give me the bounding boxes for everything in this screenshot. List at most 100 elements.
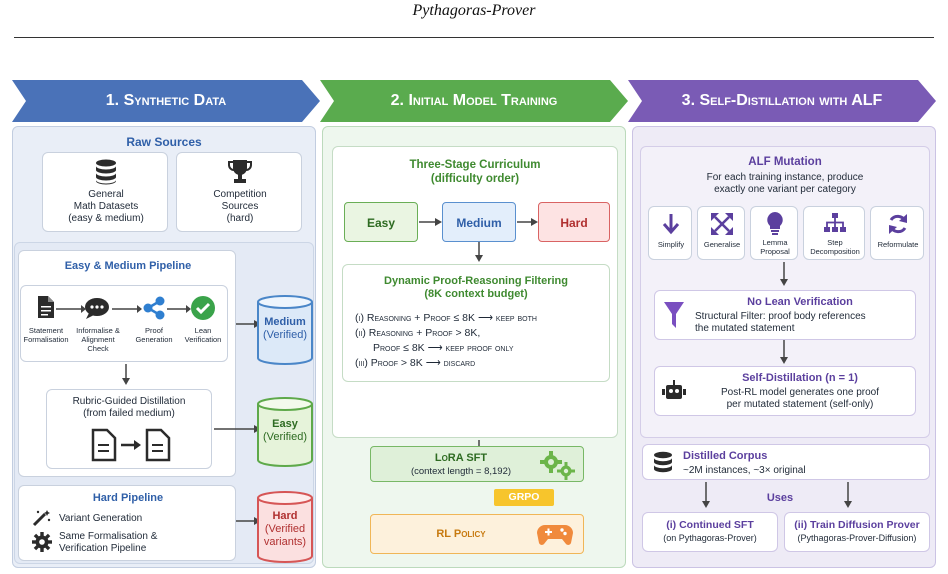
share-icon [143,296,165,320]
pipeline-steps-box [20,285,228,362]
step-arrows [56,305,191,313]
easy-verified-label: Easy (Verified) [262,418,308,443]
refresh-icon [889,214,907,234]
distilled-corpus-desc: ~2M instances, ~3× original [683,465,806,476]
competition-label: Competition Sources (hard) [213,189,267,224]
rl-policy-box: RL Policy [370,514,584,554]
no-lean-verification-box: No Lean Verification Structural Filter: … [654,290,916,340]
down-arrow [702,482,710,508]
competition-card: Competition Sources (hard) [176,152,302,232]
category-label: Simplify [657,240,685,249]
verification-pipeline: Same Formalisation & Verification Pipeli… [59,531,158,554]
grpo-badge: GRPO [494,489,554,506]
chevron-shape [628,80,936,122]
lora-sft-box: LoRA SFT (context length = 8,192) [370,446,584,482]
curriculum-title: Three-Stage Curriculum (difficulty order… [409,159,541,185]
self-distillation-desc: Post-RL model generates one proof per mu… [720,387,880,410]
hard-verified-cylinder: Hard (Verified variants) [256,490,314,564]
expand-icon [711,213,733,235]
check-circle-icon [191,296,215,320]
rubric-label: Rubric-Guided Distillation (from failed … [72,396,186,419]
diffusion-prover-sub: (Pythagoras-Prover-Diffusion) [797,533,917,543]
raw-sources-section: Raw Sources [18,130,310,238]
database-icon [96,159,116,185]
hard-verified-label: Hard (Verified variants) [263,510,307,548]
database-icon [654,451,672,473]
down-arrow [844,482,852,508]
no-lean-title: No Lean Verification [747,296,853,308]
stage-title: 2. Initial Model Training [390,92,558,109]
category-reformulate: Reformulate [870,206,924,260]
diffusion-prover-box: (ii) Train Diffusion Prover (Pythagoras-… [784,512,930,552]
chevron-shape [320,80,628,122]
medium-verified-cylinder: Medium (Verified) [256,294,314,366]
raw-sources-title: Raw Sources [126,135,202,149]
cylinder-shape [257,491,313,563]
category-generalise: Generalise [697,206,745,260]
no-lean-desc: Structural Filter: proof body references… [695,311,866,334]
chevron-shape [12,80,320,122]
stage-title: 3. Self-Distillation with ALF [681,92,883,109]
robot-icon [662,380,686,399]
self-distillation-title: Self-Distillation (n = 1) [742,372,858,384]
down-arrow [780,262,788,286]
general-math-card: General Math Datasets (easy & medium) [42,152,168,232]
document-transform-icon [91,428,171,462]
curriculum-medium: Medium [442,202,516,242]
arrow-down-icon [662,214,680,235]
gear-icon [32,532,52,552]
self-distillation-box: Self-Distillation (n = 1) Post-RL model … [654,366,916,416]
hard-pipeline-title: Hard Pipeline [92,492,164,504]
filtering-rules: (i) Reasoning + Proof ≤ 8K ⟶ keep both (… [355,312,537,369]
category-label: Reformulate [877,240,919,249]
filtering-title: Dynamic Proof-Reasoning Filtering (8K co… [384,275,568,300]
uses-title: Uses [766,492,794,504]
down-arrow [122,364,130,385]
stage-banner-initial-training: 2. Initial Model Training [320,80,628,122]
arrow-to-easy [214,425,261,433]
stage-banner-synthetic-data: 1. Synthetic Data [12,80,320,122]
cylinder-shape [257,397,313,467]
gamepad-icon [537,525,573,545]
general-math-label: General Math Datasets (easy & medium) [68,189,144,224]
curriculum-hard: Hard [538,202,610,242]
distilled-corpus-title: Distilled Corpus [683,450,768,462]
curriculum-easy: Easy [344,202,418,242]
filtering-box: Dynamic Proof-Reasoning Filtering (8K co… [342,264,610,382]
stage-title: 1. Synthetic Data [105,92,227,109]
lightbulb-icon [767,212,783,235]
hierarchy-icon [824,213,846,232]
stage-banner-self-distillation: 3. Self-Distillation with ALF [628,80,936,122]
down-arrow [475,242,483,262]
easy-verified-cylinder: Easy (Verified) [256,396,314,468]
chat-icon [85,298,109,319]
easy-medium-title: Easy & Medium Pipeline [64,260,192,272]
filter-icon [664,302,684,328]
alf-mutation-desc: For each training instance, produce exac… [706,172,864,195]
down-arrow [780,340,788,364]
variant-generation: Variant Generation [59,513,143,524]
document-icon [38,296,54,318]
continued-sft-sub: (on Pythagoras-Prover) [663,533,757,543]
trophy-icon [228,160,252,183]
continued-sft-box: (i) Continued SFT (on Pythagoras-Prover) [642,512,778,552]
rl-policy-label: RL Policy [436,528,486,540]
gears-icon [540,451,575,480]
cylinder-shape [257,295,313,365]
magic-wand-icon [32,510,51,527]
category-simplify: Simplify [648,206,692,260]
header-rule [14,37,934,38]
rubric-distillation-box: Rubric-Guided Distillation (from failed … [46,389,212,469]
continued-sft-title: (i) Continued SFT [666,519,754,531]
lora-sft-label: LoRA SFT (context length = 8,192) [410,452,512,477]
hard-pipeline: Hard Pipeline Variant Generation Same Fo… [18,485,236,561]
distilled-corpus-box: Distilled Corpus ~2M instances, ~3× orig… [642,444,930,480]
curriculum-arrows [419,218,538,226]
page-header: Pythagoras-Prover [412,2,536,19]
